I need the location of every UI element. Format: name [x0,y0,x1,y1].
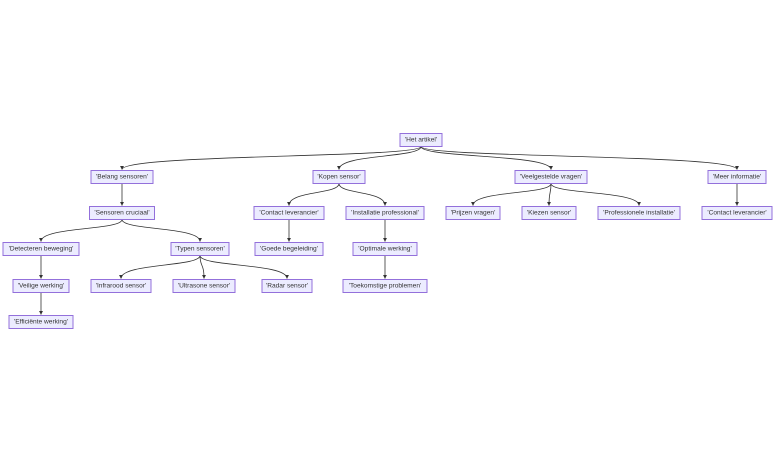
node-label-detect: 'Detecteren beweging' [9,246,74,253]
node-radar: 'Radar sensor' [261,279,313,293]
node-contact1: 'Contact leverancier' [253,206,325,220]
node-profinst: 'Professionele installatie' [597,206,681,220]
node-label-meer: 'Meer informatie' [713,174,761,181]
node-optimale: 'Optimale werking' [352,242,418,256]
node-box-efficient [8,315,74,329]
node-label-faq: 'Veelgestelde vragen' [520,174,582,181]
node-meer: 'Meer informatie' [707,170,767,184]
node-box-infrarood [90,279,152,293]
node-box-veilig [12,279,70,293]
edge-root-to-belang [120,146,422,170]
node-box-contact2 [701,206,773,220]
node-label-root: 'Het artikel' [405,137,437,144]
edge-faq-to-kiezen [547,183,552,206]
node-label-veilig: 'Veilige werking' [18,283,65,290]
node-box-kopen [312,170,366,184]
node-box-faq [514,170,588,184]
node-label-belang: 'Belang sensoren' [96,174,148,181]
node-detect: 'Detecteren beweging' [2,242,80,256]
node-box-meer [707,170,767,184]
node-label-prijzen: 'Prijzen vragen' [451,210,496,217]
edge-typen-to-infrarood [119,255,201,279]
node-label-infrarood: 'Infrarood sensor' [96,283,147,290]
node-box-typen [170,242,230,256]
edge-typen-to-radar [199,255,289,279]
node-efficient: 'Efficiënte werking' [8,315,74,329]
node-ultrasone: 'Ultrasone sensor' [172,279,236,293]
node-label-begeleiding: 'Goede begeleiding' [260,246,318,253]
node-label-contact2: 'Contact leverancier' [707,210,766,217]
node-box-optimale [352,242,418,256]
node-begeleiding: 'Goede begeleiding' [254,242,324,256]
node-label-cruciaal: 'Sensoren cruciaal' [94,210,149,217]
edge-root-to-kopen [337,146,422,170]
node-box-detect [2,242,80,256]
edge-kopen-to-contact1 [287,183,340,206]
edge-cruciaal-to-typen [121,219,202,242]
node-box-kiezen [521,206,577,220]
edges-layer [39,146,739,315]
node-cruciaal: 'Sensoren cruciaal' [89,206,155,220]
nodes-layer: 'Het artikel' 'Belang sensoren' 'Kopen sen… [2,133,773,329]
node-box-root [399,133,443,147]
node-installatie: 'Installatie professional' [345,206,425,220]
node-belang: 'Belang sensoren' [90,170,154,184]
node-box-begeleiding [254,242,324,256]
node-label-kopen: 'Kopen sensor' [317,174,360,181]
node-box-installatie [345,206,425,220]
node-root: 'Het artikel' [399,133,443,147]
edge-root-to-meer [420,146,739,170]
edge-root-to-faq [420,146,553,170]
node-label-contact1: 'Contact leverancier' [259,210,318,217]
node-prijzen: 'Prijzen vragen' [445,206,501,220]
node-label-typen: 'Typen sensoren' [175,246,224,253]
node-kiezen: 'Kiezen sensor' [521,206,577,220]
edge-faq-to-prijzen [471,183,552,206]
node-box-contact1 [253,206,325,220]
node-typen: 'Typen sensoren' [170,242,230,256]
node-faq: 'Veelgestelde vragen' [514,170,588,184]
node-label-ultrasone: 'Ultrasone sensor' [178,283,230,290]
edge-faq-to-profinst [550,183,641,206]
edge-kopen-to-installatie [338,183,387,206]
node-infrarood: 'Infrarood sensor' [90,279,152,293]
node-box-prijzen [445,206,501,220]
node-box-ultrasone [172,279,236,293]
node-label-optimale: 'Optimale werking' [358,246,411,253]
node-label-efficient: 'Efficiënte werking' [14,319,68,326]
node-label-kiezen: 'Kiezen sensor' [527,210,571,217]
node-box-profinst [597,206,681,220]
node-box-radar [261,279,313,293]
node-veilig: 'Veilige werking' [12,279,70,293]
node-contact2: 'Contact leverancier' [701,206,773,220]
edge-cruciaal-to-detect [39,219,123,242]
node-label-profinst: 'Professionele installatie' [603,210,675,217]
node-label-installatie: 'Installatie professional' [351,210,419,217]
node-box-cruciaal [89,206,155,220]
node-box-toekomst [342,279,428,293]
node-label-toekomst: 'Toekomstige problemen' [349,283,422,290]
node-toekomst: 'Toekomstige problemen' [342,279,428,293]
node-label-radar: 'Radar sensor' [266,283,308,290]
edge-typen-to-ultrasone [199,255,206,279]
node-box-belang [90,170,154,184]
node-kopen: 'Kopen sensor' [312,170,366,184]
